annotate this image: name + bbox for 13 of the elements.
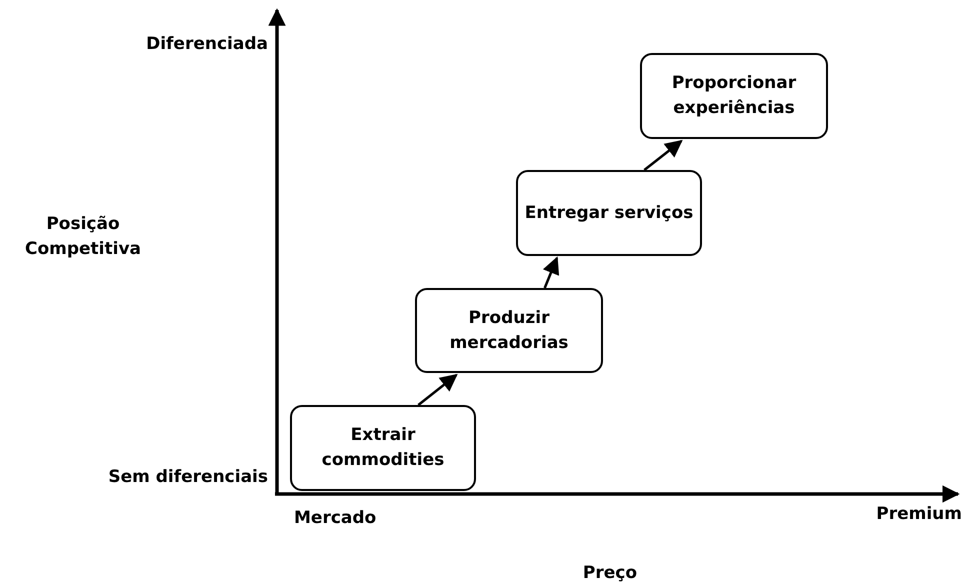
stage-box: Entregar serviços bbox=[516, 170, 702, 256]
stage-box: Produzir mercadorias bbox=[415, 288, 603, 373]
axis-label: Diferenciada bbox=[145, 33, 268, 56]
arrow bbox=[542, 256, 560, 288]
stage-box: Extrair commodities bbox=[290, 405, 476, 491]
axis-label: Sem diferenciais bbox=[107, 466, 268, 489]
arrow bbox=[644, 140, 683, 171]
axis-title: Posição Competitiva bbox=[24, 213, 142, 261]
axis-label: Premium bbox=[875, 503, 962, 526]
axis-label: Mercado bbox=[294, 507, 378, 530]
stage-box: Proporcionar experiências bbox=[640, 53, 828, 139]
arrow bbox=[418, 374, 458, 406]
axis-title: Preço bbox=[582, 562, 638, 584]
